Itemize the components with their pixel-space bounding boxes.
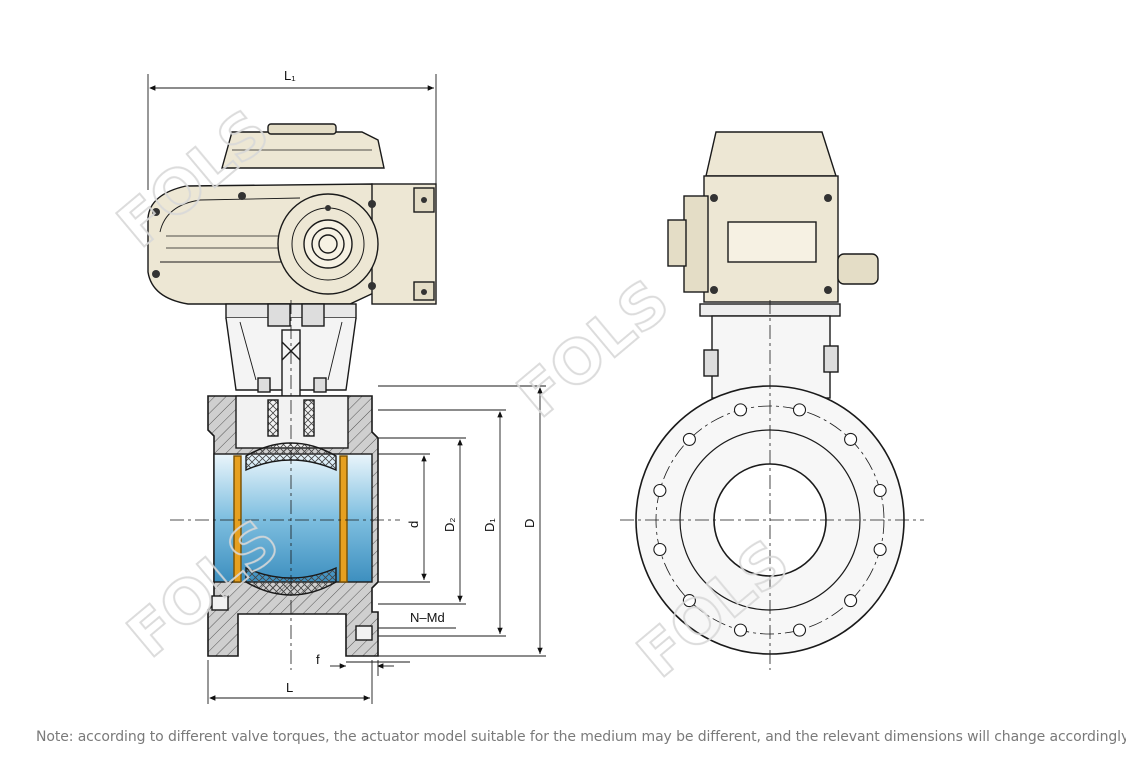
label-d: d: [406, 521, 421, 528]
label-D: D: [522, 519, 537, 528]
bolt-hole: [682, 594, 696, 608]
actuator-housing: [147, 183, 437, 305]
bolt-hole: [733, 403, 748, 417]
bolt-hole: [844, 432, 858, 446]
bolt-hole: [653, 483, 667, 498]
bolt-hole: [873, 542, 887, 557]
bolt-hole: [733, 623, 748, 637]
bolt-hole: [792, 623, 807, 637]
label-L: L: [286, 680, 293, 695]
bolt-hole: [653, 542, 667, 557]
note-text: Note: according to different valve torqu…: [36, 729, 1126, 745]
label-D1: D₁: [482, 518, 497, 532]
bolt-hole: [844, 594, 858, 608]
bolt-hole: [792, 403, 807, 417]
watermark: FOLS FOLS FOLS FOLS: [104, 95, 804, 692]
label-N-Md: N–Md: [410, 610, 445, 625]
side-view: [147, 123, 437, 670]
label-D2: D₂: [442, 518, 457, 532]
actuator-cap: [221, 123, 385, 169]
label-f: f: [316, 652, 320, 667]
dimension-lines: [147, 74, 546, 704]
actuator-front: [667, 131, 879, 303]
front-centerlines: [620, 300, 924, 670]
label-L1: L₁: [284, 68, 296, 83]
front-view: [620, 131, 924, 670]
centerlines: [170, 300, 400, 670]
bolt-hole: [873, 483, 887, 498]
svg-text:FOLS: FOLS: [505, 266, 683, 431]
bolt-hole: [682, 432, 696, 446]
valve-body: [207, 395, 379, 657]
